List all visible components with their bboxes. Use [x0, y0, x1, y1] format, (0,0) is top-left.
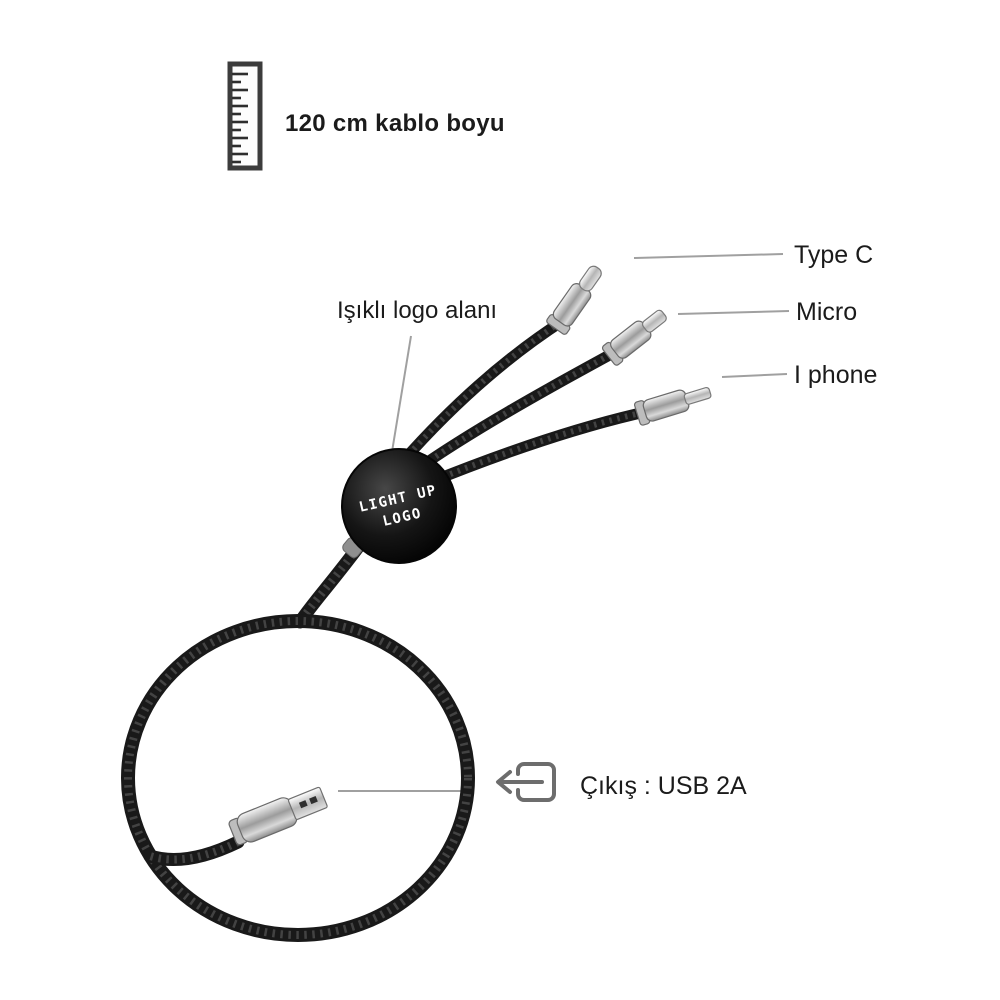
fan-cables: [397, 314, 651, 489]
output-label: Çıkış : USB 2A: [580, 772, 747, 800]
ruler-icon: [227, 61, 263, 171]
leader-logo: [388, 335, 412, 471]
type-c-connector: [546, 265, 602, 335]
micro-usb-connector: [601, 309, 667, 366]
logo-area-label: Işıklı logo alanı: [337, 297, 498, 324]
usb-a-connector: [228, 786, 328, 846]
cable-loop: [121, 535, 475, 942]
logo-disc: LIGHT UP LOGO: [341, 448, 457, 564]
lightning-connector: [633, 387, 712, 426]
cable-length-label: 120 cm kablo boyu: [285, 110, 505, 137]
leader-lines: [338, 253, 790, 792]
iphone-label: I phone: [794, 361, 878, 389]
output-icon: [496, 762, 556, 802]
leader-micro: [677, 310, 790, 315]
leader-type-c: [633, 253, 784, 259]
micro-label: Micro: [796, 298, 858, 326]
leader-iphone: [721, 373, 788, 378]
type-c-label: Type C: [794, 241, 874, 269]
